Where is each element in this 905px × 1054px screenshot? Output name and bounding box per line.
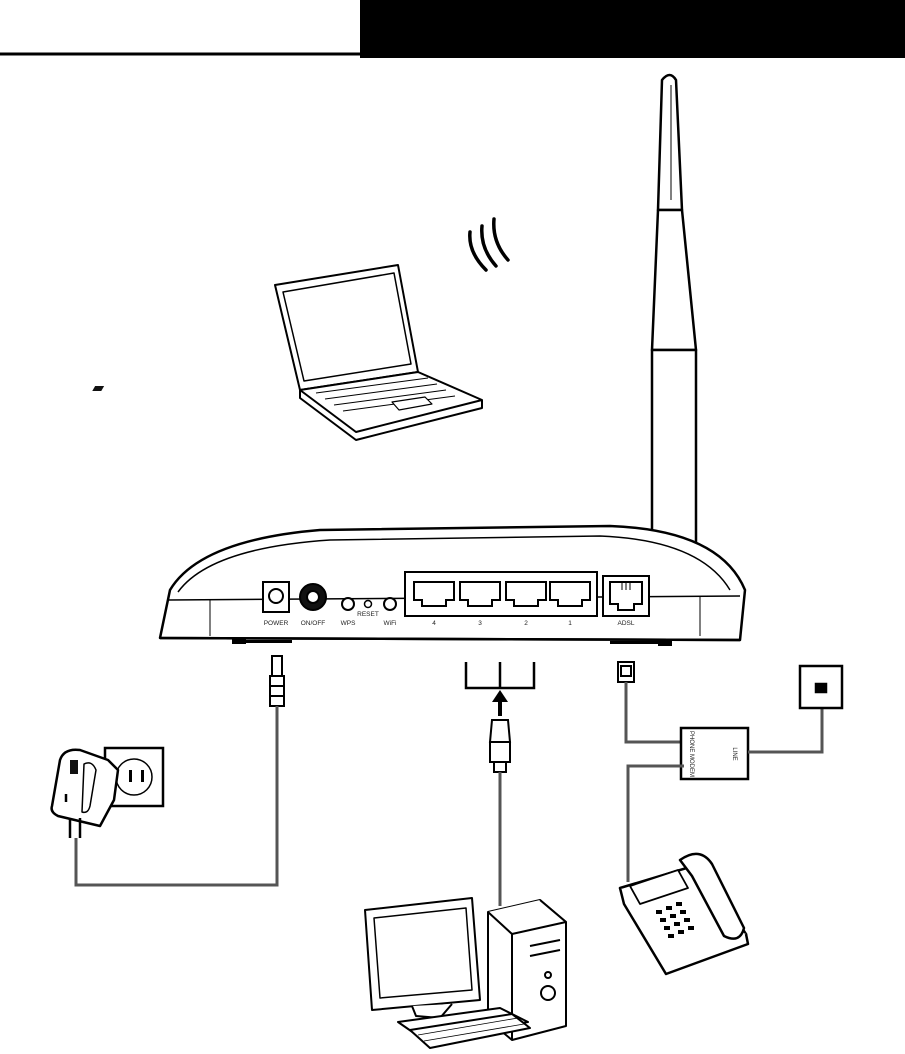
lan-bracket (464, 662, 536, 690)
router-port-panel: POWER ON/OFF WPS RESET WiFi 4 3 2 1 ADSL (262, 571, 650, 627)
lan-port-2 (505, 581, 547, 607)
rj11-plug-icon (617, 661, 635, 683)
telephone-icon (618, 852, 750, 976)
lan-port-block (404, 571, 598, 617)
ethernet-plug-icon (488, 719, 512, 773)
laptop-icon (92, 264, 483, 441)
lan-port-1 (549, 581, 591, 607)
lan1-label: 1 (568, 620, 572, 627)
wifi-label: WiFi (384, 620, 397, 627)
onoff-button (299, 583, 327, 611)
reset-label: RESET (357, 611, 379, 618)
wifi-button (383, 597, 397, 611)
adsl-label: ADSL (618, 620, 635, 627)
splitter-icon: PHONE MODEM LINE (679, 726, 750, 781)
power-label: POWER (264, 620, 289, 627)
reset-button (363, 599, 373, 609)
power-plug-icon (269, 655, 285, 707)
splitter-line-label: LINE (731, 747, 737, 760)
wps-button (341, 597, 355, 611)
phone-jack-icon (798, 664, 844, 710)
lan4-label: 4 (432, 620, 436, 627)
adsl-port (602, 575, 650, 617)
wps-label: WPS (341, 620, 356, 627)
lan-port-4 (413, 581, 455, 607)
power-cable (74, 706, 279, 887)
phone-cable (626, 764, 684, 882)
splitter-phone-modem-label: PHONE MODEM (688, 731, 694, 777)
onoff-label: ON/OFF (301, 620, 326, 627)
header-bar (0, 0, 905, 58)
line-cable (748, 698, 824, 754)
wifi-signal-icon (468, 217, 510, 272)
power-port (262, 581, 290, 613)
lan-port-3 (459, 581, 501, 607)
adsl-cable (624, 682, 684, 744)
lan2-label: 2 (524, 620, 528, 627)
arrow-up-icon (492, 690, 508, 716)
power-adapter-icon (50, 748, 120, 838)
lan3-label: 3 (478, 620, 482, 627)
desktop-computer-icon (364, 897, 567, 1049)
